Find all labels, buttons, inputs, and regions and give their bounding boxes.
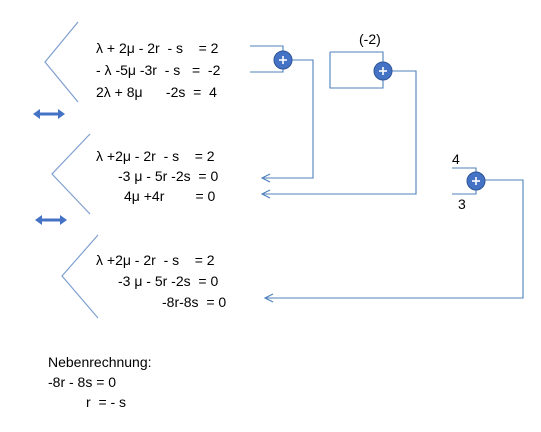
- system2-equation-2: -3 μ - 5r -2s = 0: [118, 168, 219, 184]
- connector-adder1-to-system2: [262, 59, 314, 178]
- system3-equation-3: -8r-8s = 0: [162, 294, 227, 310]
- connector-scaled-eq2-to-adder3: [452, 167, 477, 173]
- multiplier-three: 3: [458, 196, 466, 212]
- system2-equation-1: λ +2μ - 2r - s = 2: [96, 148, 215, 164]
- system1-equation-2: - λ -5μ -3r - s = -2: [96, 62, 221, 78]
- side-calc-title: Nebenrechnung:: [48, 354, 152, 370]
- double-arrow-icon: [33, 109, 65, 119]
- multiplier-four: 4: [452, 151, 460, 167]
- system3-equation-2: -3 μ - 5r -2s = 0: [118, 273, 219, 289]
- system2-bracket: [51, 133, 91, 215]
- side-calc-line-1: -8r - 8s = 0: [48, 374, 117, 390]
- connector-adder2-to-system2: [262, 70, 417, 194]
- circle-plus-icon: [373, 61, 393, 81]
- connector-scaled-eq3-to-adder3: [452, 189, 477, 195]
- system1-equation-3: 2λ + 8μ -2s = 4: [96, 84, 217, 100]
- system3-equation-1: λ +2μ - 2r - s = 2: [96, 252, 215, 268]
- system2-equation-3: 4μ +4r = 0: [124, 188, 216, 204]
- connector-eq1-to-adder1: [250, 45, 284, 52]
- connector-scaled-eq1-to-adder2: [330, 51, 384, 62]
- connector-eq3-to-adder2: [329, 52, 384, 89]
- system1-bracket: [44, 21, 79, 103]
- double-arrow-icon: [35, 215, 67, 225]
- circle-plus-icon: [466, 171, 486, 191]
- system1-equation-1: λ + 2μ - 2r - s = 2: [96, 40, 219, 56]
- connector-adder3-to-system3: [265, 179, 524, 298]
- side-calc-line-2: r = - s: [86, 394, 127, 410]
- multiplier-minus-two: (-2): [359, 31, 381, 47]
- system3-bracket: [61, 234, 99, 319]
- circle-plus-icon: [273, 50, 293, 70]
